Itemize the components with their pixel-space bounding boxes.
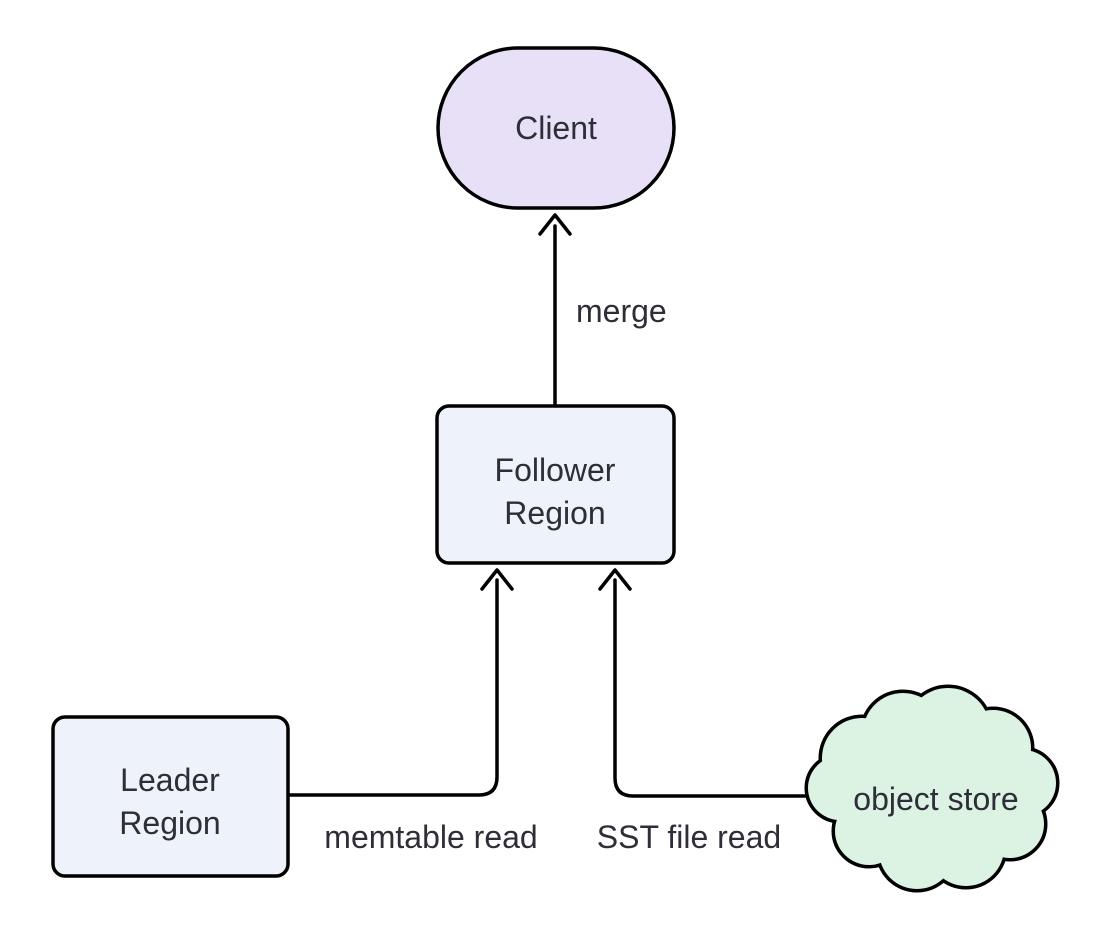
arrowhead-into-follower-right (598, 568, 632, 591)
edge-label-memtable-read: memtable read (324, 819, 537, 855)
node-object-store (804, 684, 1060, 893)
edge-objectstore-to-follower (613, 578, 819, 798)
node-follower-region (435, 404, 676, 565)
client-label: Client (515, 110, 597, 146)
leader-label-line1: Leader (120, 762, 220, 798)
follower-label-line2: Region (504, 495, 605, 531)
edge-label-merge: merge (576, 293, 667, 329)
arrowhead-into-follower-left (480, 568, 514, 591)
labels-layer: Client Follower Region Leader Region obj… (119, 110, 1018, 855)
edge-leader-to-follower (285, 578, 499, 797)
node-client (436, 46, 676, 210)
node-leader-region (51, 715, 290, 878)
edges-layer (285, 213, 819, 798)
nodes-layer (51, 46, 1060, 893)
cloud-fill (808, 688, 1056, 889)
object-store-label: object store (853, 781, 1018, 817)
edge-label-sst-file-read: SST file read (597, 819, 781, 855)
follower-label-line1: Follower (495, 452, 616, 488)
leader-label-line2: Region (119, 805, 220, 841)
arrowhead-into-client (538, 213, 572, 236)
